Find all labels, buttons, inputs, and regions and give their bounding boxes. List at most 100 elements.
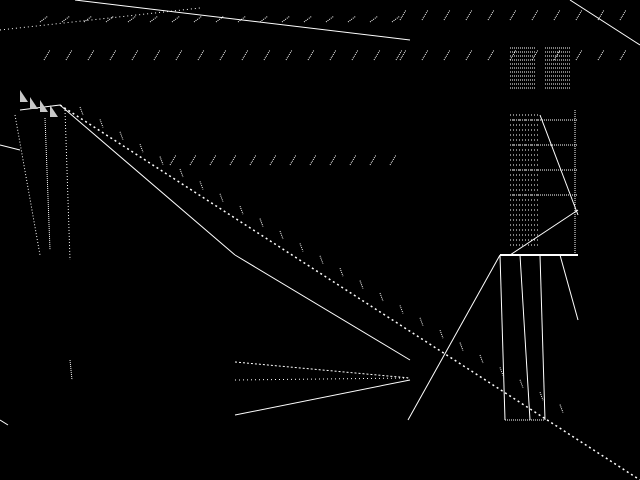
artifact-line <box>539 114 579 216</box>
artifact-line <box>61 15 71 23</box>
artifact-triangle <box>30 97 38 109</box>
artifact-line <box>43 49 51 61</box>
artifact-line <box>159 156 164 165</box>
artifact-line <box>575 9 583 21</box>
artifact-line <box>479 354 484 364</box>
artifact-line <box>39 15 49 23</box>
artifact-triangle <box>50 105 58 117</box>
artifact-line <box>0 419 9 426</box>
artifact-line <box>59 104 640 480</box>
artifact-line <box>234 377 411 381</box>
artifact-line <box>0 7 201 31</box>
artifact-line <box>153 49 161 61</box>
artifact-line <box>421 49 429 61</box>
artifact-line <box>199 181 204 190</box>
artifact-line <box>531 9 539 21</box>
artifact-line <box>443 9 451 21</box>
artifact-line <box>79 106 84 116</box>
artifact-line <box>347 15 357 23</box>
artifact-line <box>329 154 337 166</box>
artifact-line <box>131 49 139 61</box>
artifact-line <box>465 9 473 21</box>
artifact-line <box>399 49 407 61</box>
artifact-line <box>289 154 297 166</box>
artifact-line <box>219 49 227 61</box>
artifact-line <box>519 379 524 388</box>
artifact-line <box>379 292 384 302</box>
artifact-line <box>175 49 183 61</box>
artifact-line <box>241 49 249 61</box>
artifact-line <box>269 154 277 166</box>
artifact-line <box>339 268 344 277</box>
artifact-line <box>99 119 104 128</box>
artifact-line <box>169 154 177 166</box>
artifact-line <box>87 49 95 61</box>
artifact-line <box>239 206 244 215</box>
artifact-line <box>307 49 315 61</box>
artifact-triangle <box>40 100 48 112</box>
artifact-line <box>219 193 224 202</box>
artifact-line <box>465 49 473 61</box>
artifact-line <box>263 49 271 61</box>
artifact-line <box>499 254 506 421</box>
artifact-line <box>351 49 359 61</box>
artifact-triangle <box>20 90 28 102</box>
artifact-line <box>575 49 583 61</box>
artifact-line <box>109 49 117 61</box>
artifact-line <box>303 15 313 23</box>
artifact-line <box>619 49 627 61</box>
artifact-line <box>64 109 71 261</box>
artifact-line <box>499 367 504 376</box>
artifact-line <box>395 49 403 61</box>
artifact-line <box>259 218 264 227</box>
artifact-line <box>407 254 501 421</box>
artifact-line <box>519 254 531 421</box>
artifact-line <box>249 154 257 166</box>
artifact-line <box>14 114 41 256</box>
artifact-line <box>509 9 517 21</box>
artifact-line <box>189 154 197 166</box>
artifact-line <box>459 342 464 351</box>
artifact-line <box>539 392 544 401</box>
artifact-line <box>359 280 364 289</box>
artifact-line <box>59 104 236 256</box>
artifact-line <box>281 15 291 23</box>
artifact-line <box>319 255 324 264</box>
artifact-line <box>237 15 247 23</box>
artifact-line <box>553 9 561 21</box>
artifact-line <box>65 49 73 61</box>
artifact-line <box>285 49 293 61</box>
artifact-line <box>299 243 304 252</box>
artifact-line <box>509 209 579 256</box>
artifact-line <box>391 15 401 23</box>
artifact-line <box>215 15 225 23</box>
artifact-line <box>539 254 546 421</box>
artifact-line <box>234 361 411 379</box>
artifact-line <box>487 49 495 61</box>
artifact-line <box>279 230 284 240</box>
artifact-line <box>127 15 137 23</box>
artifact-line <box>325 15 335 23</box>
artifact-line <box>197 49 205 61</box>
artifact-line <box>74 0 411 41</box>
artifact-line <box>369 15 379 23</box>
artifact-line <box>234 254 411 361</box>
artifact-line <box>105 15 115 23</box>
artifact-line <box>439 330 444 339</box>
artifact-line <box>399 9 407 21</box>
artifact-line <box>619 9 627 21</box>
artifact-line <box>487 9 495 21</box>
artifact-line <box>209 154 217 166</box>
artifact-line <box>349 154 357 166</box>
artifact-line <box>597 49 605 61</box>
artifact-line <box>421 9 429 21</box>
artifact-line <box>0 144 21 151</box>
artifact-line <box>559 404 564 413</box>
artifact-line <box>259 15 269 23</box>
artifact-line <box>149 15 159 23</box>
artifact-line <box>119 131 124 140</box>
artifact-line <box>389 154 397 166</box>
artifact-line <box>69 359 73 381</box>
